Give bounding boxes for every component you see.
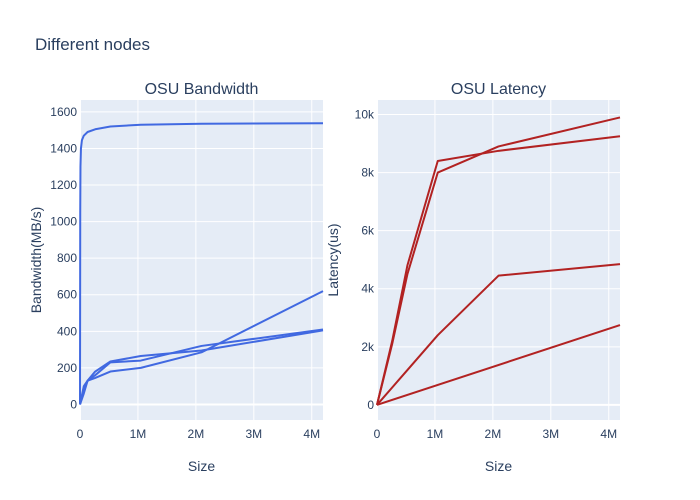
x-tick-label: 2M	[188, 427, 205, 441]
series-line-2	[376, 116, 621, 406]
x-tick-label: 4M	[303, 427, 320, 441]
x-tick-label: 3M	[542, 427, 559, 441]
plot-area	[80, 100, 323, 420]
y-tick-label: 600	[57, 288, 77, 302]
x-tick-label: 1M	[130, 427, 147, 441]
x-tick-label: 3M	[245, 427, 262, 441]
series-line-4	[376, 324, 621, 406]
y-tick-label: 0	[70, 397, 77, 411]
series-line-3	[79, 329, 324, 405]
bandwidth-subplot: 0 1M 2M 3M 4M 0 200 400 600 800 1000 1200 1400 1600 OS…	[28, 81, 324, 474]
y-axis-title: Bandwidth(MB/s)	[28, 207, 44, 314]
y-tick-label: 10k	[355, 108, 375, 122]
y-tick-label: 6k	[361, 224, 375, 238]
y-tick-label: 0	[367, 398, 374, 412]
x-tick-label: 4M	[600, 427, 617, 441]
y-tick-label: 200	[57, 361, 77, 375]
series-line-3	[376, 263, 621, 406]
y-tick-label: 2k	[361, 340, 375, 354]
x-tick-label: 0	[374, 427, 381, 441]
plot-area	[377, 100, 620, 420]
y-tick-label: 1600	[50, 105, 77, 119]
series-line-4	[79, 290, 324, 405]
y-axis-title: Latency(us)	[325, 223, 341, 296]
x-axis-title: Size	[485, 458, 512, 474]
x-tick-label: 2M	[485, 427, 502, 441]
y-tick-label: 400	[57, 324, 77, 338]
y-tick-label: 1000	[50, 215, 77, 229]
x-tick-label: 0	[77, 427, 84, 441]
figure-title: Different nodes	[35, 35, 150, 54]
subplot-title: OSU Latency	[451, 81, 546, 98]
y-tick-label: 1200	[50, 178, 77, 192]
series-line-1	[79, 122, 324, 405]
y-tick-label: 800	[57, 251, 77, 265]
x-tick-label: 1M	[427, 427, 444, 441]
y-tick-label: 4k	[361, 282, 375, 296]
subplot-title: OSU Bandwidth	[145, 81, 259, 98]
y-tick-label: 8k	[361, 166, 375, 180]
y-tick-label: 1400	[50, 141, 77, 155]
x-axis-title: Size	[188, 458, 215, 474]
